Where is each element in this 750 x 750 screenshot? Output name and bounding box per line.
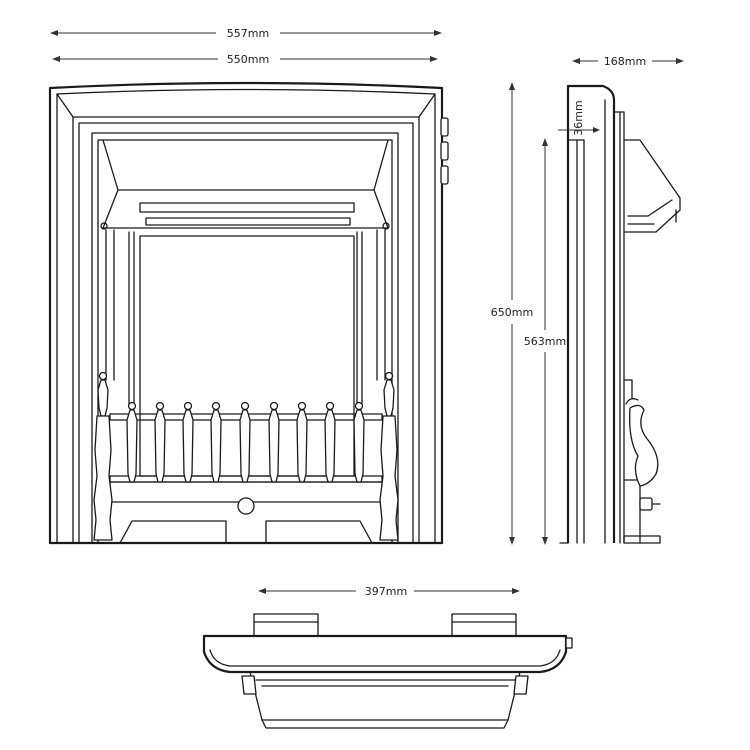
fret-spindle — [239, 401, 251, 483]
fret-spindle — [154, 401, 166, 483]
plan-view — [202, 613, 573, 729]
hood-rivet-right — [382, 222, 390, 230]
plan-control-nub — [565, 637, 573, 649]
side-view — [559, 84, 681, 544]
plan-body-back — [261, 719, 509, 729]
side-base-plate — [623, 535, 661, 544]
fret-corner-pillar — [379, 415, 399, 541]
plan-body — [249, 671, 521, 721]
front-bevel-top — [56, 93, 436, 118]
fret-spindle — [126, 401, 138, 483]
side-hood-profile — [623, 139, 681, 233]
dim-top-offset-label: 36mm — [572, 100, 585, 135]
dim-fascia-width-label: 550mm — [227, 53, 269, 66]
fret-feet — [119, 520, 373, 544]
plan-fascia — [202, 634, 568, 674]
front-frame-edge — [56, 88, 436, 544]
side-body-panel — [613, 111, 625, 544]
hood-front — [102, 139, 389, 191]
fret-spindle — [353, 401, 365, 483]
control-button-middle — [440, 141, 449, 161]
dim-overall-width-label: 557mm — [227, 27, 269, 40]
dim-depth-label: 168mm — [604, 55, 646, 68]
fret-spindle — [324, 401, 336, 483]
side-fascia-outline — [566, 84, 616, 543]
side-hood-detail — [627, 199, 673, 225]
fret-spindle — [268, 401, 280, 483]
dim-overall-height-label: 650mm — [491, 306, 533, 319]
front-opening — [97, 139, 393, 544]
fret-spindle — [182, 401, 194, 483]
side-fret-scroll — [629, 404, 659, 487]
plan-tab-left — [253, 613, 319, 637]
fret-spindle — [210, 401, 222, 483]
front-view — [48, 81, 449, 545]
dimension-lines: 557mm 550mm 650mm 563mm 168mm 36mm 397mm — [50, 27, 684, 598]
control-button-top — [440, 117, 449, 137]
side-fret-curl — [625, 398, 639, 405]
fret-corner-pillar — [93, 415, 113, 541]
control-button-bottom — [440, 165, 449, 185]
dim-base-width-label: 397mm — [365, 585, 407, 598]
hood-underside — [102, 189, 389, 229]
side-fascia-layers — [567, 99, 606, 544]
fret-spindle — [97, 371, 109, 417]
fret-centre-badge — [237, 497, 255, 515]
hood-rivet-left — [100, 222, 108, 230]
plan-tab-right — [451, 613, 517, 637]
front-outer-frame — [48, 81, 444, 545]
hood-vent-slot-top — [139, 202, 355, 213]
support-rods — [105, 229, 386, 406]
dim-top-offset-arrow — [593, 127, 600, 133]
plan-fascia-edge — [209, 649, 561, 667]
fret-spindle — [296, 401, 308, 483]
plan-side-brackets — [241, 675, 529, 695]
fret-finials — [93, 371, 399, 541]
dim-inner-height-label: 563mm — [524, 335, 566, 348]
hood-vent-slot-bottom — [145, 217, 351, 226]
side-fret-knob — [639, 497, 653, 511]
